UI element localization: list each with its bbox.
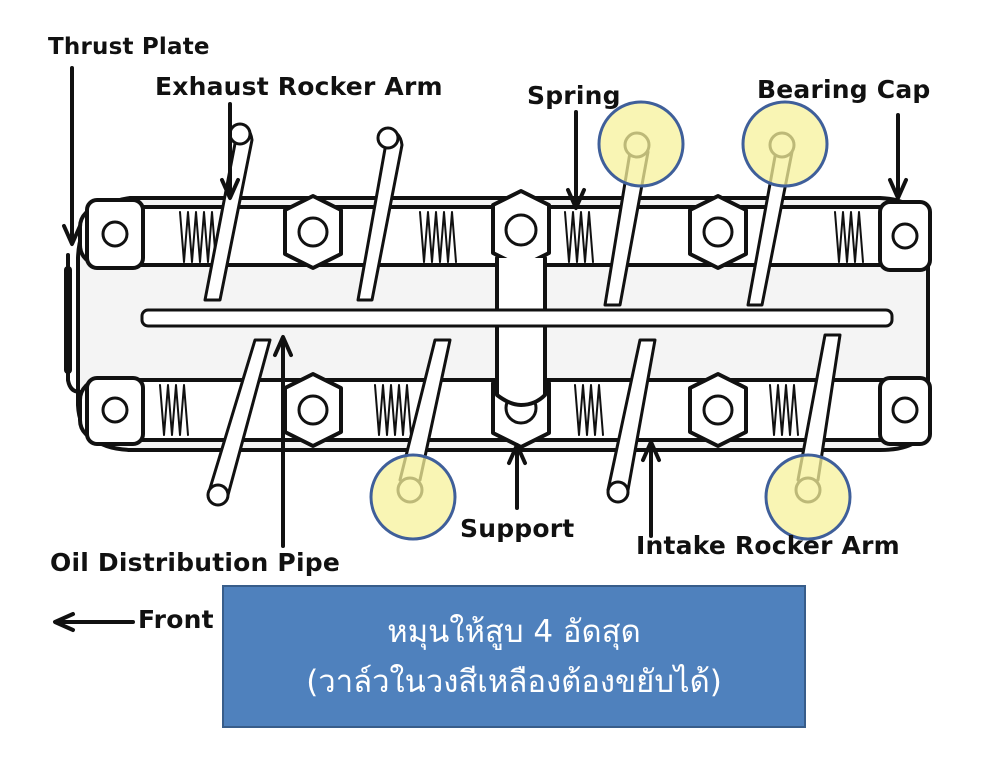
label-support: Support	[460, 514, 575, 543]
label-bearing-cap: Bearing Cap	[757, 75, 931, 104]
springs-lower	[159, 384, 799, 436]
label-exhaust-rocker-arm: Exhaust Rocker Arm	[155, 72, 443, 101]
leader-lines	[53, 66, 908, 632]
highlight-intake-valve-2	[741, 100, 829, 188]
bearing-cap-bolts-upper	[101, 213, 919, 250]
bearing-caps-upper	[85, 189, 932, 272]
oil-distribution-pipe	[140, 308, 894, 328]
thrust-plate	[66, 253, 82, 394]
highlight-circles	[369, 100, 852, 541]
label-oil-distribution-pipe: Oil Distribution Pipe	[50, 548, 340, 577]
label-thrust-plate: Thrust Plate	[48, 34, 210, 60]
highlight-exhaust-valve-2	[764, 453, 852, 541]
callout-line-2: (วาล์วในวงสีเหลืองต้องขยับได้)	[306, 663, 722, 700]
bearing-cap-bolts-lower	[101, 391, 919, 426]
central-support	[495, 256, 547, 407]
callout-line-1: หมุนให้สูบ 4 อัดสุด	[387, 613, 641, 650]
highlight-intake-valve-1	[597, 100, 685, 188]
label-intake-rocker-arm: Intake Rocker Arm	[636, 531, 900, 560]
label-spring: Spring	[527, 81, 621, 110]
springs-upper	[179, 211, 864, 263]
instruction-callout: หมุนให้สูบ 4 อัดสุด (วาล์วในวงสีเหลืองต้…	[222, 585, 806, 728]
highlight-exhaust-valve-1	[369, 453, 457, 541]
label-front: Front	[138, 605, 214, 634]
